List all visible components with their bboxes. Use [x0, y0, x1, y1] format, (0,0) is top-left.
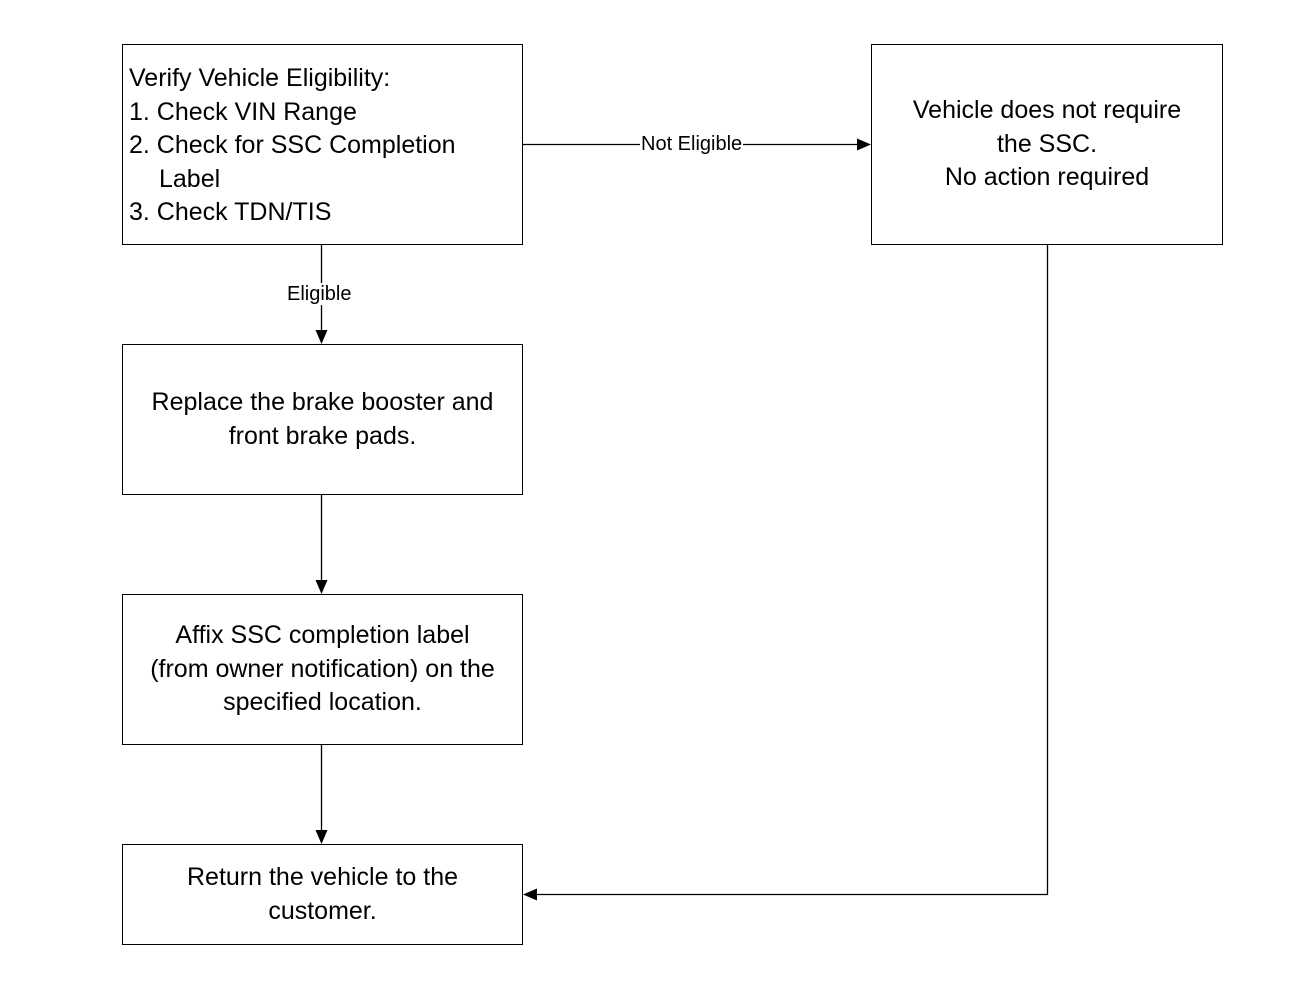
affix-line-3: specified location. — [223, 688, 422, 717]
return-line-1: Return the vehicle to the — [187, 863, 458, 891]
return-line-2: customer. — [268, 896, 377, 925]
arrowhead-to-no-action — [857, 138, 871, 151]
affix-line-2: (from owner notification) on the — [150, 654, 495, 683]
no-action-line-1: Vehicle does not require — [912, 96, 1182, 124]
verify-eligibility-box: Verify Vehicle Eligibility: 1. Check VIN… — [122, 44, 523, 245]
replace-line-1: Replace the brake booster and — [151, 388, 494, 416]
replace-line-2: front brake pads. — [228, 421, 417, 450]
verify-step-1: 1. Check VIN Range — [129, 97, 357, 126]
edge-label-not-eligible: Not Eligible — [640, 133, 744, 155]
arrowhead-to-return-from-affix — [315, 830, 328, 844]
edge-label-eligible: Eligible — [286, 283, 353, 305]
replace-brake-box: Replace the brake booster and front brak… — [122, 344, 523, 495]
affix-line-1: Affix SSC completion label — [175, 621, 470, 650]
no-action-line-2: the SSC. — [996, 129, 1098, 158]
verify-step-2: 2. Check for SSC Completion — [129, 131, 456, 159]
verify-step-2-continued: Label — [159, 164, 221, 193]
verify-title: Verify Vehicle Eligibility: — [129, 64, 391, 92]
arrowhead-to-return-from-no-action — [523, 888, 537, 901]
verify-step-3: 3. Check TDN/TIS — [129, 198, 332, 226]
connector-no-action-to-return — [537, 245, 1049, 896]
affix-label-box: Affix SSC completion label (from owner n… — [122, 594, 523, 745]
return-vehicle-box: Return the vehicle to the customer. — [122, 844, 523, 945]
arrowhead-to-replace — [315, 330, 328, 344]
no-action-box: Vehicle does not require the SSC. No act… — [871, 44, 1223, 245]
no-action-line-3: No action required — [944, 163, 1150, 191]
arrowhead-to-affix — [315, 580, 328, 594]
